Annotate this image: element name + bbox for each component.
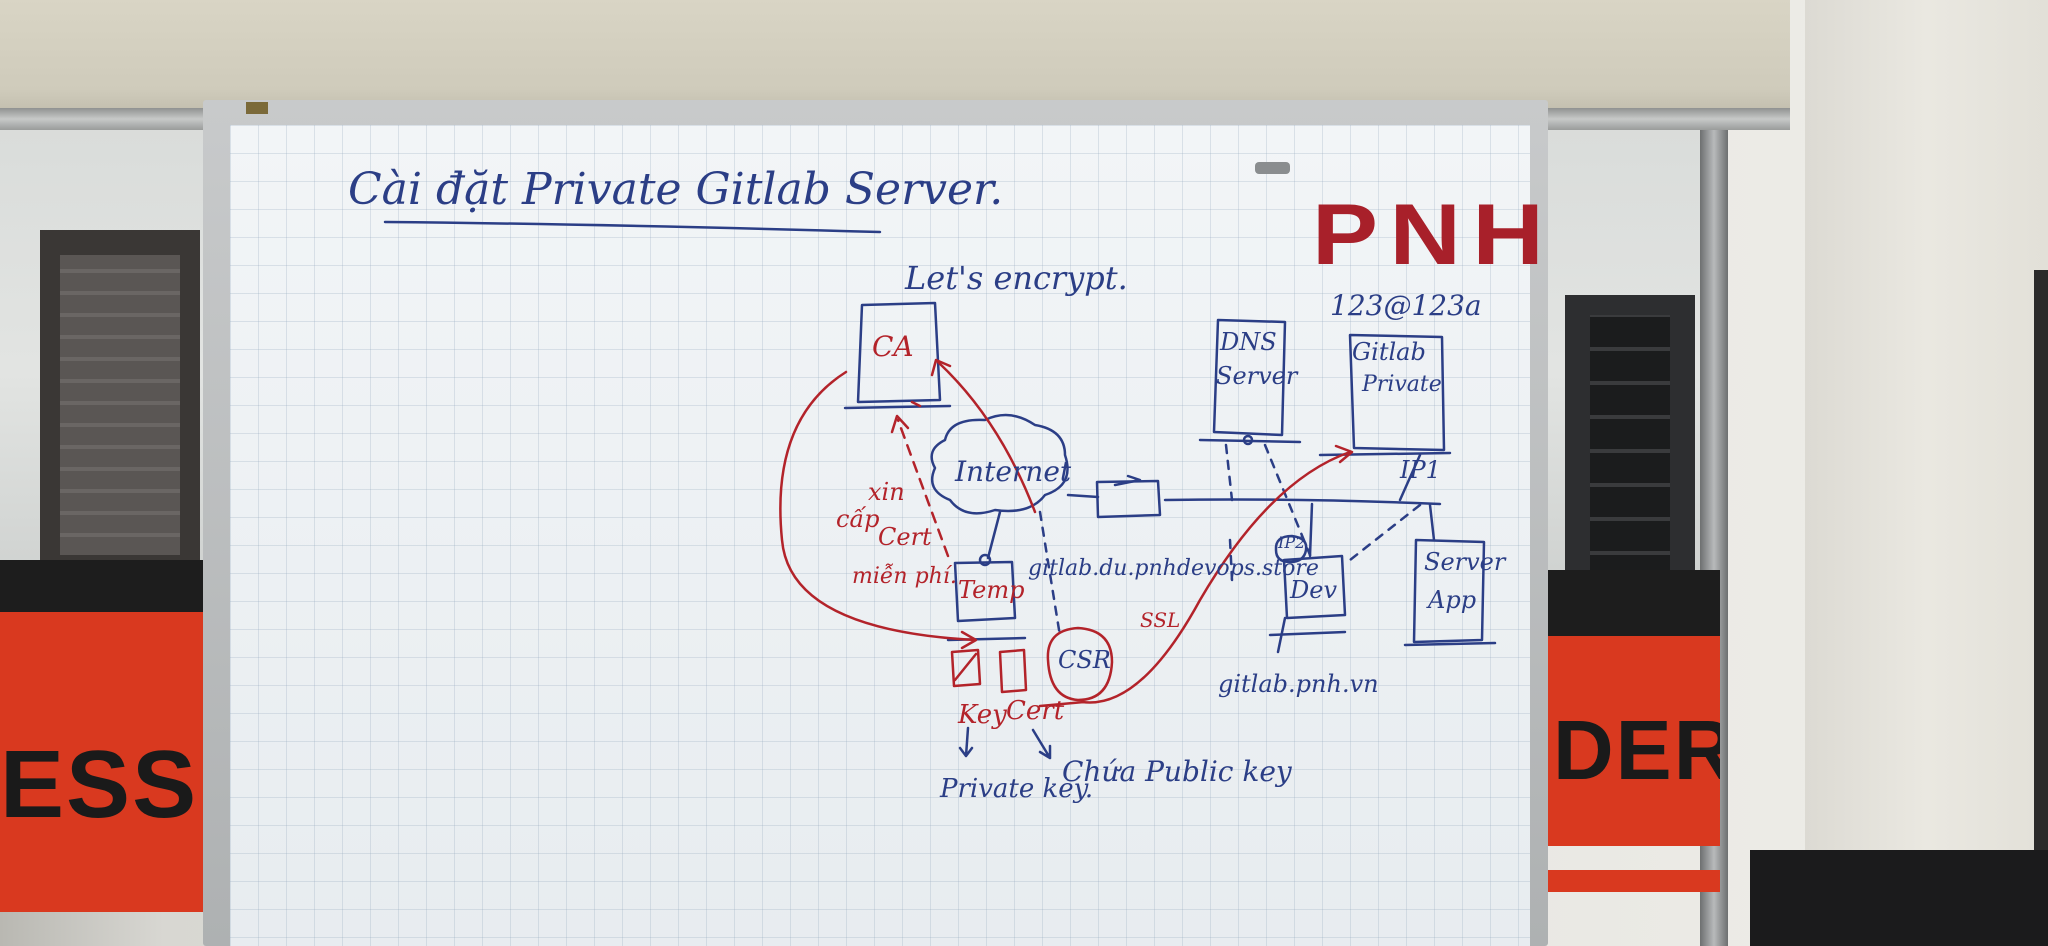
ssl-curve — [1080, 450, 1352, 704]
link-internet-router — [1066, 493, 1100, 499]
dns-dashed — [1224, 443, 1234, 502]
pnh-logo: PNH — [1312, 187, 1556, 283]
key-arrow — [958, 726, 974, 758]
router-box — [1095, 479, 1162, 519]
domain-dashed — [1228, 538, 1234, 582]
dns-label: DNS — [1220, 328, 1277, 356]
gitlab-private-label: Private — [1362, 372, 1442, 397]
ca-base — [843, 404, 952, 410]
temp-label: Temp — [958, 576, 1025, 604]
whiteboard-tag — [246, 102, 268, 114]
internet-csr-dashed — [1038, 510, 1062, 638]
private-key-label: Private key. — [940, 774, 1094, 804]
window-blind — [0, 0, 1790, 112]
door-glass — [60, 255, 180, 555]
ca-mark — [910, 400, 922, 408]
csr-circle — [1046, 626, 1114, 702]
ip2-circle — [1274, 534, 1308, 564]
right-wall — [1805, 0, 2048, 946]
dns-base — [1198, 438, 1302, 444]
app-label: App — [1428, 586, 1477, 614]
server-rack-shelves — [1590, 315, 1670, 585]
banner-left: ESS — [0, 612, 215, 912]
public-key-label: Chứa Public key — [1062, 755, 1292, 788]
server-app-box — [1412, 538, 1486, 644]
cap-label: cấp — [836, 505, 880, 533]
title-underline — [383, 220, 882, 234]
dns-node — [1242, 434, 1254, 446]
bus-drop-dev — [1308, 502, 1314, 558]
ip2-label: IP2 — [1278, 533, 1306, 552]
banner-right: DER — [1545, 636, 1720, 846]
bus-drop-server — [1428, 503, 1436, 542]
key-label: Key — [958, 700, 1007, 730]
cert-arrow — [1031, 728, 1052, 760]
cert-request-label: Cert — [878, 523, 932, 551]
mien-phi-label: miễn phí. — [852, 564, 957, 589]
router-arrow — [1113, 474, 1142, 487]
ca-box — [856, 301, 942, 404]
monitor — [1750, 850, 2048, 946]
lets-encrypt-label: Let's encrypt. — [905, 259, 1128, 297]
ssl-label: SSL — [1140, 608, 1181, 632]
network-bus — [1163, 498, 1442, 506]
secondary-domain-label: gitlab.pnh.vn — [1218, 670, 1379, 698]
banner-right-header — [1540, 570, 1720, 640]
cert-request-arrow — [896, 418, 950, 558]
whiteboard — [230, 125, 1530, 946]
server-label: Server — [1424, 548, 1506, 576]
bus-drop-gitlab — [1398, 453, 1422, 502]
dev-box — [1282, 554, 1347, 620]
key-box-slash — [953, 652, 978, 682]
internet-label: Internet — [955, 455, 1072, 488]
xin-label: xin — [868, 478, 905, 506]
gitlab-base — [1318, 451, 1452, 457]
banner-right-text: DER — [1553, 703, 1720, 797]
csr-label: CSR — [1058, 646, 1111, 674]
password-note: 123@123a — [1330, 289, 1482, 322]
link-internet-temp — [986, 510, 1002, 560]
cert-file-label: Cert — [1006, 696, 1065, 726]
marker-clip — [1255, 162, 1290, 174]
board-title: Cài đặt Private Gitlab Server. — [348, 164, 1004, 215]
gitlab-private-box — [1348, 333, 1446, 452]
ca-label: CA — [872, 330, 914, 363]
dns-server-box — [1212, 318, 1287, 437]
banner-left-header — [0, 560, 215, 615]
temp-box — [953, 560, 1017, 623]
dns-dev-dashed — [1263, 443, 1312, 557]
csr-to-ca-arrow — [936, 360, 1037, 514]
csr-to-ca-arrowhead — [930, 358, 952, 377]
gitlab-label: Gitlab — [1352, 338, 1426, 366]
cert-box — [998, 648, 1028, 694]
primary-domain-label: gitlab.du.pnhdevops.store — [1028, 556, 1319, 581]
dns-server-label: Server — [1216, 362, 1298, 390]
cert-to-csr-link — [1038, 700, 1086, 708]
dev-leg — [1276, 616, 1287, 654]
key-box — [950, 648, 982, 688]
ca-to-key-curve — [779, 370, 977, 642]
banner-left-text: ESS — [0, 731, 199, 838]
ip1-label: IP1 — [1400, 456, 1441, 484]
ssl-arrowhead — [1334, 444, 1354, 464]
dark-panel — [2034, 270, 2048, 870]
gitlab-dev-dashed — [1348, 503, 1422, 562]
server-app-base — [1403, 641, 1497, 647]
link-node — [978, 553, 992, 567]
dev-label: Dev — [1290, 576, 1338, 604]
cert-request-arrowhead — [890, 414, 910, 434]
internet-cloud — [930, 413, 1069, 515]
banner-right-stripe — [1545, 870, 1720, 892]
ca-to-key-arrowhead — [960, 630, 978, 650]
